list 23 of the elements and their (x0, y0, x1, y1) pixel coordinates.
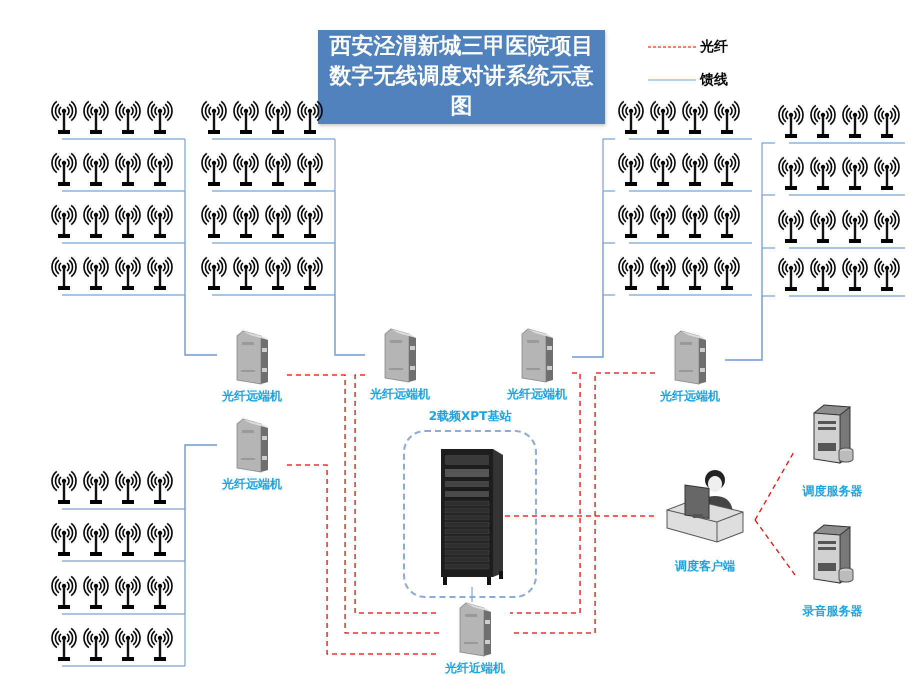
device-label: 录音服务器 (802, 603, 864, 620)
device-label: 光纤远端机 (368, 386, 431, 403)
fiber-line (505, 515, 655, 517)
group-heading: 2载频XPT基站 (428, 408, 512, 425)
fiber-line (287, 374, 440, 634)
device-label: 光纤远端机 (506, 386, 568, 403)
device-label: 光纤远端机 (658, 388, 721, 405)
legend-text: 光纤 (700, 38, 728, 56)
device-label: 光纤远端机 (220, 476, 283, 493)
device-label: 调度服务器 (801, 483, 864, 500)
feeder-line (725, 295, 775, 361)
feeder-line (184, 444, 217, 667)
feeder-line (334, 294, 365, 356)
legend-text: 馈线 (700, 71, 728, 89)
fiber-line (510, 372, 581, 614)
device-label: 光纤近端机 (444, 660, 506, 677)
feeder-line (471, 587, 473, 602)
title-banner: 西安泾渭新城三甲医院项目数字无线调度对讲系统示意图 (318, 30, 605, 124)
feeder-line (184, 294, 217, 356)
device-label: 光纤远端机 (220, 388, 283, 405)
fiber-line (754, 520, 796, 576)
device-label: 调度客户端 (674, 558, 736, 575)
feeder-line (572, 294, 615, 358)
